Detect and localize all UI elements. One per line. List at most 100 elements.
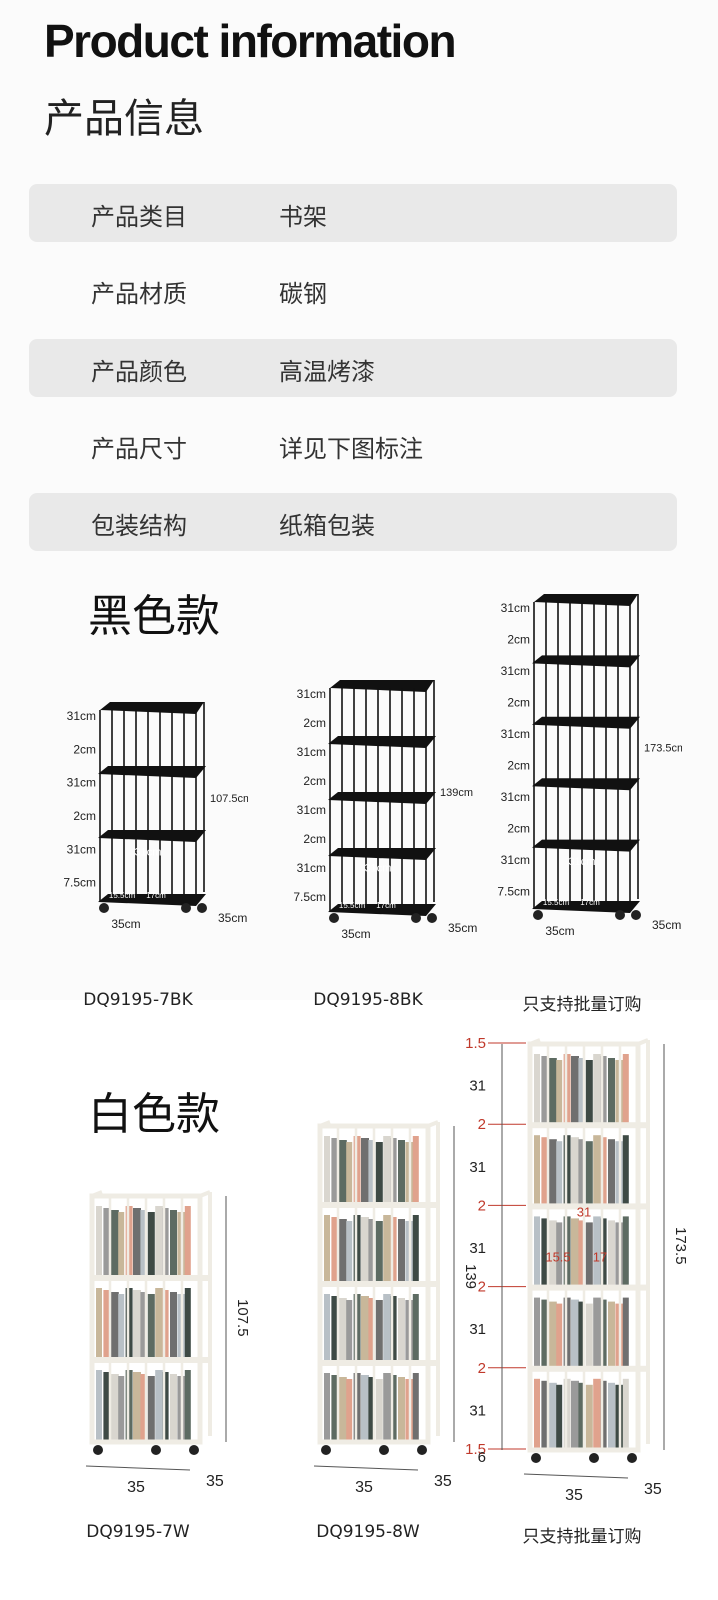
shelf-board xyxy=(328,848,436,860)
shelf-board xyxy=(530,1284,648,1291)
dimension-label: 1.5 xyxy=(465,1036,486,1052)
model-label-bulk-white: 只支持批量订购 xyxy=(522,1527,642,1547)
book xyxy=(324,1373,330,1442)
shelf-board xyxy=(530,1365,648,1372)
spec-value: 纸箱包装 xyxy=(279,512,375,540)
book xyxy=(155,1206,164,1278)
height-label: 107.5cm xyxy=(210,793,248,805)
dimension-label: 2 xyxy=(478,1116,486,1133)
spec-value: 详见下图标注 xyxy=(279,435,423,463)
shelf-board xyxy=(532,839,640,852)
shelf-board xyxy=(532,901,640,913)
book xyxy=(548,1382,557,1450)
shelf-depth-label: 31cm xyxy=(135,846,162,858)
spec-key: 产品类目 xyxy=(91,203,187,231)
width-label: 35cm xyxy=(545,924,574,938)
book xyxy=(110,1374,119,1442)
book xyxy=(375,1221,383,1284)
book xyxy=(155,1288,164,1360)
spec-key: 产品尺寸 xyxy=(91,435,187,463)
book xyxy=(383,1136,392,1205)
book xyxy=(383,1215,392,1284)
dimension-line xyxy=(85,1465,191,1471)
book xyxy=(338,1377,347,1442)
book xyxy=(331,1375,339,1442)
book xyxy=(412,1215,419,1284)
book xyxy=(390,1296,397,1363)
inner-width-label: 17cm xyxy=(376,901,396,910)
dimension-label: 31cm xyxy=(501,601,530,615)
book xyxy=(324,1215,330,1284)
wheel-icon xyxy=(151,1445,161,1455)
dimension-label: 31cm xyxy=(501,853,530,867)
book xyxy=(338,1140,347,1205)
book xyxy=(585,1222,593,1288)
book xyxy=(96,1370,102,1442)
height-label: 107.5 xyxy=(234,1299,251,1337)
book xyxy=(331,1296,339,1363)
book xyxy=(541,1299,549,1369)
page-title-cn: 产品信息 xyxy=(44,96,204,142)
book xyxy=(412,1373,419,1442)
wheel-icon xyxy=(411,913,421,923)
book xyxy=(578,1220,585,1288)
shelf-board xyxy=(98,830,206,842)
model-label-7bk: DQ9195-7BK xyxy=(83,990,193,1010)
spec-row-size: 产品尺寸 详见下图标注 xyxy=(29,416,677,474)
book xyxy=(600,1218,607,1288)
book xyxy=(103,1208,111,1278)
book xyxy=(140,1210,147,1278)
dimension-label: 2cm xyxy=(303,774,326,788)
book xyxy=(534,1135,540,1207)
book xyxy=(571,1218,579,1288)
page-title-en: Product information xyxy=(44,15,457,67)
shelf-depth-label: 31 xyxy=(577,1204,591,1219)
shelf-board xyxy=(320,1202,438,1208)
dimension-label: 31cm xyxy=(501,790,530,804)
book xyxy=(600,1299,607,1369)
book xyxy=(361,1296,369,1363)
book xyxy=(578,1382,585,1450)
book xyxy=(541,1056,549,1126)
book xyxy=(338,1219,347,1284)
dimension-line xyxy=(313,1465,419,1471)
book xyxy=(346,1300,353,1363)
wheel-icon xyxy=(531,1453,541,1463)
book xyxy=(383,1373,392,1442)
shelf-board xyxy=(328,736,436,748)
book xyxy=(368,1219,375,1284)
dimension-label: 31cm xyxy=(501,727,530,741)
book xyxy=(133,1208,141,1278)
book xyxy=(398,1140,405,1205)
book xyxy=(375,1300,383,1363)
dimension-label: 2cm xyxy=(507,759,530,773)
book xyxy=(534,1297,540,1369)
dimension-label: 31 xyxy=(469,1240,486,1257)
book xyxy=(147,1294,155,1360)
book xyxy=(412,1136,419,1205)
book xyxy=(184,1370,191,1442)
book xyxy=(578,1301,585,1369)
wheel-icon xyxy=(321,1445,331,1455)
book xyxy=(346,1221,353,1284)
dimension-label: 31 xyxy=(469,1159,486,1176)
dimension-label: 7.5cm xyxy=(497,885,530,899)
dimension-label: 2cm xyxy=(303,832,326,846)
wheel-icon xyxy=(197,903,207,913)
book xyxy=(593,1216,602,1288)
dimension-label: 1.5 xyxy=(465,1441,486,1458)
book xyxy=(155,1370,164,1442)
book xyxy=(585,1060,593,1126)
wheel-icon xyxy=(615,910,625,920)
wheel-icon xyxy=(631,910,641,920)
wheel-icon xyxy=(417,1445,427,1455)
book xyxy=(147,1376,155,1442)
book xyxy=(593,1297,602,1369)
book xyxy=(368,1140,375,1205)
book xyxy=(170,1374,177,1442)
wheel-icon xyxy=(627,1453,637,1463)
book xyxy=(541,1380,549,1450)
height-label: 173.5cm xyxy=(644,743,682,755)
book xyxy=(162,1208,169,1278)
